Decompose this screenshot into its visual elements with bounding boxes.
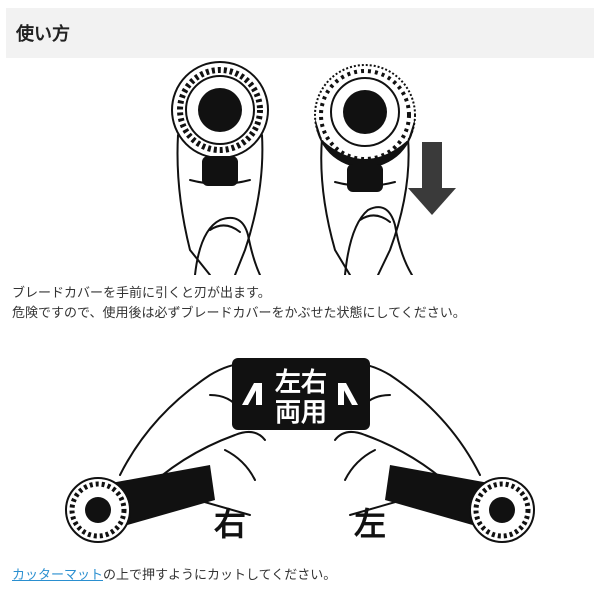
section-title: 使い方	[16, 24, 70, 45]
instruction-line-1: ブレードカバーを手前に引くと刃が出ます。	[12, 286, 271, 301]
ambidextrous-badge: 左右 両用	[232, 358, 370, 430]
down-arrow-icon	[408, 142, 456, 215]
right-hand-label: 右	[214, 505, 246, 543]
instruction-line-3: カッターマットの上で押すようにカットしてください。	[12, 566, 336, 585]
section-header: 使い方	[6, 8, 594, 58]
badge-line-1: 左右	[275, 368, 327, 398]
blade-cover-illustration	[171, 61, 456, 275]
cutter-mat-link[interactable]: カッターマット	[12, 568, 104, 583]
ambidextrous-illustration: 左右 両用 右 左	[65, 358, 535, 543]
instruction-line-2: 危険ですので、使用後は必ずブレードカバーをかぶせた状態にしてください。	[12, 306, 466, 321]
badge-line-2: 両用	[275, 398, 327, 428]
instruction-line-3-text: の上で押すようにカットしてください。	[103, 568, 337, 583]
left-hand-label: 左	[354, 505, 386, 543]
